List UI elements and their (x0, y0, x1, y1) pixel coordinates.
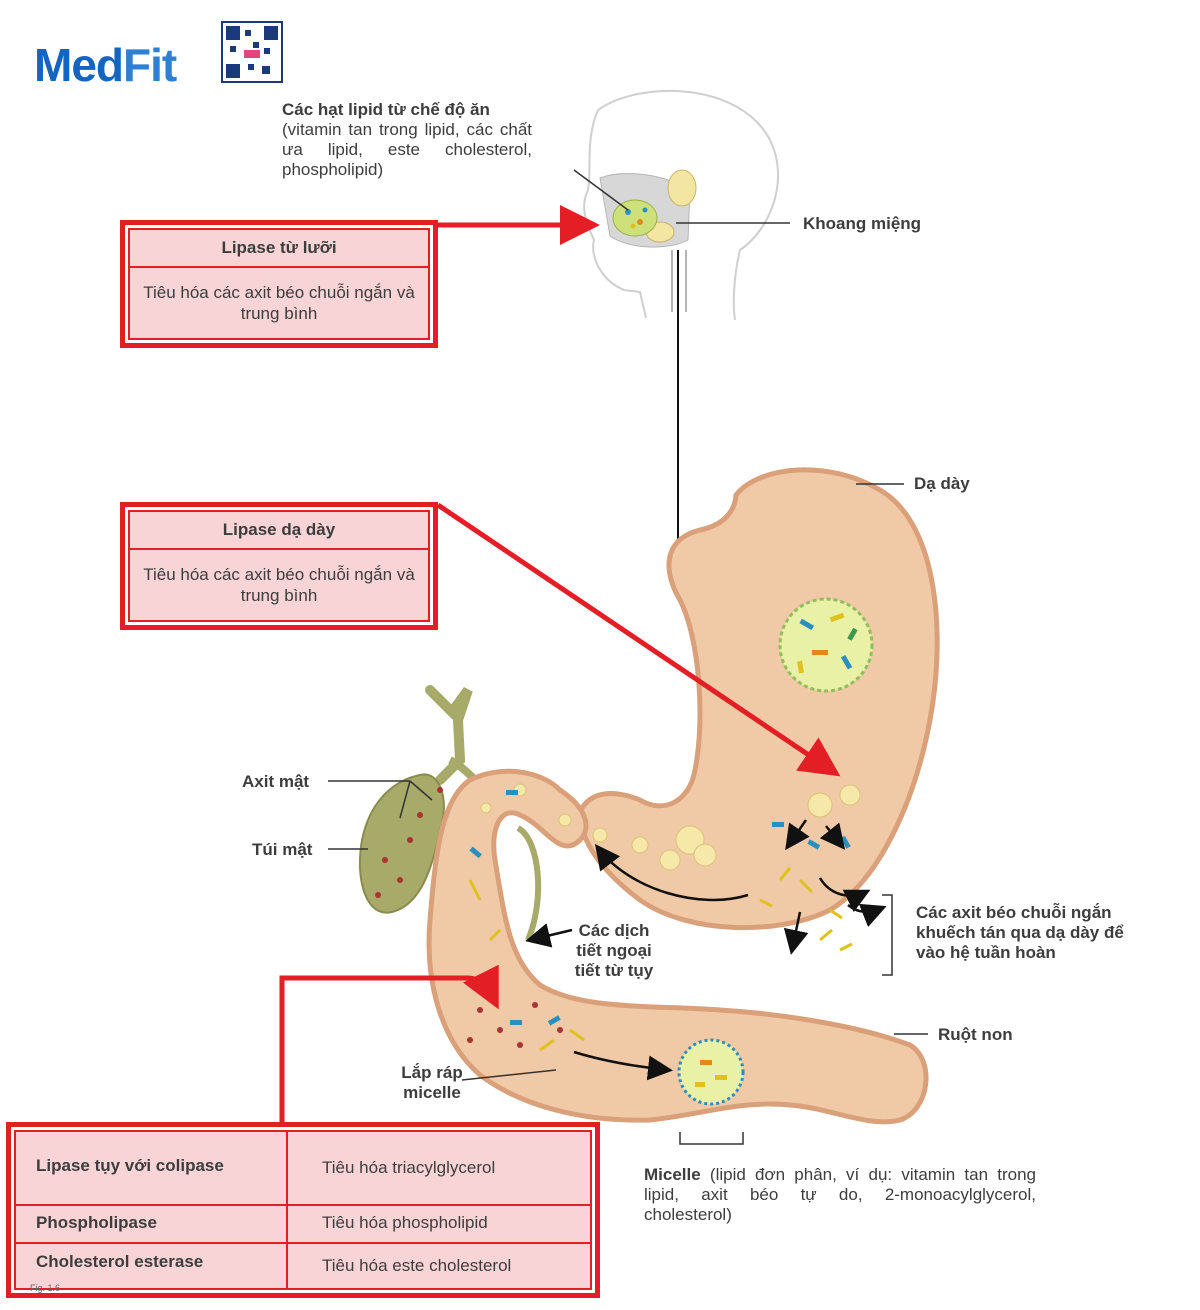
micelle-shape (677, 1038, 745, 1106)
table-row-divider (16, 1204, 590, 1206)
label-micelle-assembly: Lắp ráp micelle (401, 1063, 463, 1102)
medfit-logo: MedFit (34, 38, 177, 92)
small-intestine-shape (426, 768, 929, 1125)
label-gallbladder: Túi mật (252, 840, 313, 859)
logo-med: Med (34, 39, 124, 91)
gastric-lipase-title: Lipase dạ dày (130, 512, 428, 550)
micelle-caption: Micelle (lipid đơn phân, ví dụ: vitamin … (644, 1165, 1036, 1225)
lingual-lipase-desc: Tiêu hóa các axit béo chuỗi ngắn và trun… (143, 283, 415, 323)
micelle-title: Micelle (644, 1165, 701, 1184)
table-row-divider (16, 1242, 590, 1244)
enzyme-function: Tiêu hóa este cholesterol (322, 1256, 512, 1275)
label-stomach: Dạ dày (914, 474, 970, 493)
lingual-lipase-box: Lipase từ lưỡi Tiêu hóa các axit béo chu… (120, 220, 438, 348)
red-connectors (279, 205, 841, 1122)
stomach-shape (577, 467, 940, 931)
fatty-acid-sticks (468, 867, 853, 1052)
pancreatic-duct (516, 825, 542, 942)
figure-number: Fig. 1.6 (30, 1283, 61, 1293)
oral-cavity-shape (599, 169, 697, 312)
label-bile-acid: Axit mật (242, 772, 310, 791)
enzyme-name: Cholesterol esterase (36, 1252, 204, 1271)
qr-code-icon (221, 21, 283, 83)
enzyme-name: Lipase tụy với colipase (36, 1156, 224, 1175)
gastric-lipase-box: Lipase dạ dày Tiêu hóa các axit béo chuỗ… (120, 502, 438, 630)
pancreatic-enzyme-table: Lipase tụy với colipase Tiêu hóa triacyl… (6, 1122, 600, 1298)
enzyme-name: Phospholipase (36, 1213, 157, 1232)
table-column-divider (286, 1132, 288, 1288)
label-pancreatic-secretion: Các dịch tiết ngoại tiết từ tụy (574, 921, 654, 980)
diet-lipid-caption: Các hạt lipid từ chế độ ăn (vitamin tan … (282, 100, 532, 180)
enzyme-function: Tiêu hóa triacylglycerol (322, 1158, 496, 1177)
pointer-diet-lipid (573, 169, 629, 211)
diet-lipid-title: Các hạt lipid từ chế độ ăn (282, 100, 490, 119)
diet-lipid-desc: (vitamin tan trong lipid, các chất ưa li… (282, 120, 532, 179)
bile-dots (467, 1002, 563, 1048)
label-short-fa: Các axit béo chuỗi ngắn khuếch tán qua d… (916, 903, 1124, 962)
micelle-desc: (lipid đơn phân, ví dụ: vitamin tan tron… (644, 1165, 1036, 1224)
logo-fit: Fit (123, 39, 177, 91)
leader-lines (328, 483, 928, 1145)
enzyme-function: Tiêu hóa phospholipid (322, 1213, 488, 1232)
flow-arrows (525, 819, 887, 1081)
lingual-lipase-title: Lipase từ lưỡi (130, 230, 428, 268)
lipid-droplets (480, 783, 861, 871)
stomach-bolus (778, 597, 874, 693)
label-small-intestine: Ruột non (938, 1025, 1013, 1044)
label-oral-cavity: Khoang miệng (803, 214, 922, 233)
gastric-lipase-desc: Tiêu hóa các axit béo chuỗi ngắn và trun… (143, 565, 415, 605)
